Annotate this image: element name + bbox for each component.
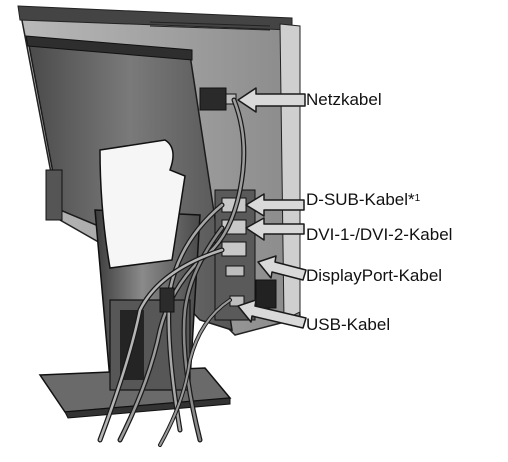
housing-top-strip [25,35,193,61]
cable-clip [159,287,175,313]
label-usb: USB-Kabel [306,315,390,335]
callout-arrows [237,87,307,329]
arrow-dsub [245,193,305,217]
arrow-displayport [257,255,307,281]
label-netzkabel-text: Netzkabel [306,90,382,109]
label-dsub-footnote: 1 [414,193,421,204]
vent-grille [149,21,271,31]
label-netzkabel: Netzkabel [306,90,382,110]
label-dvi: DVI-1-/DVI-2-Kabel [306,225,452,245]
label-usb-text: USB-Kabel [306,315,391,334]
arrow-dvi [245,217,305,241]
label-dsub: D-SUB-Kabel*1 [306,190,420,210]
power-plug [199,87,237,111]
label-displayport-text: DisplayPort-Kabel [306,266,443,285]
arrow-netzkabel [237,87,306,113]
side-handle [45,169,63,221]
label-dsub-text: D-SUB-Kabel* [306,190,415,209]
cable-cover [99,139,186,269]
label-displayport: DisplayPort-Kabel [306,266,442,286]
label-dvi-text: DVI-1-/DVI-2-Kabel [306,225,453,244]
arrow-usb [237,299,307,329]
